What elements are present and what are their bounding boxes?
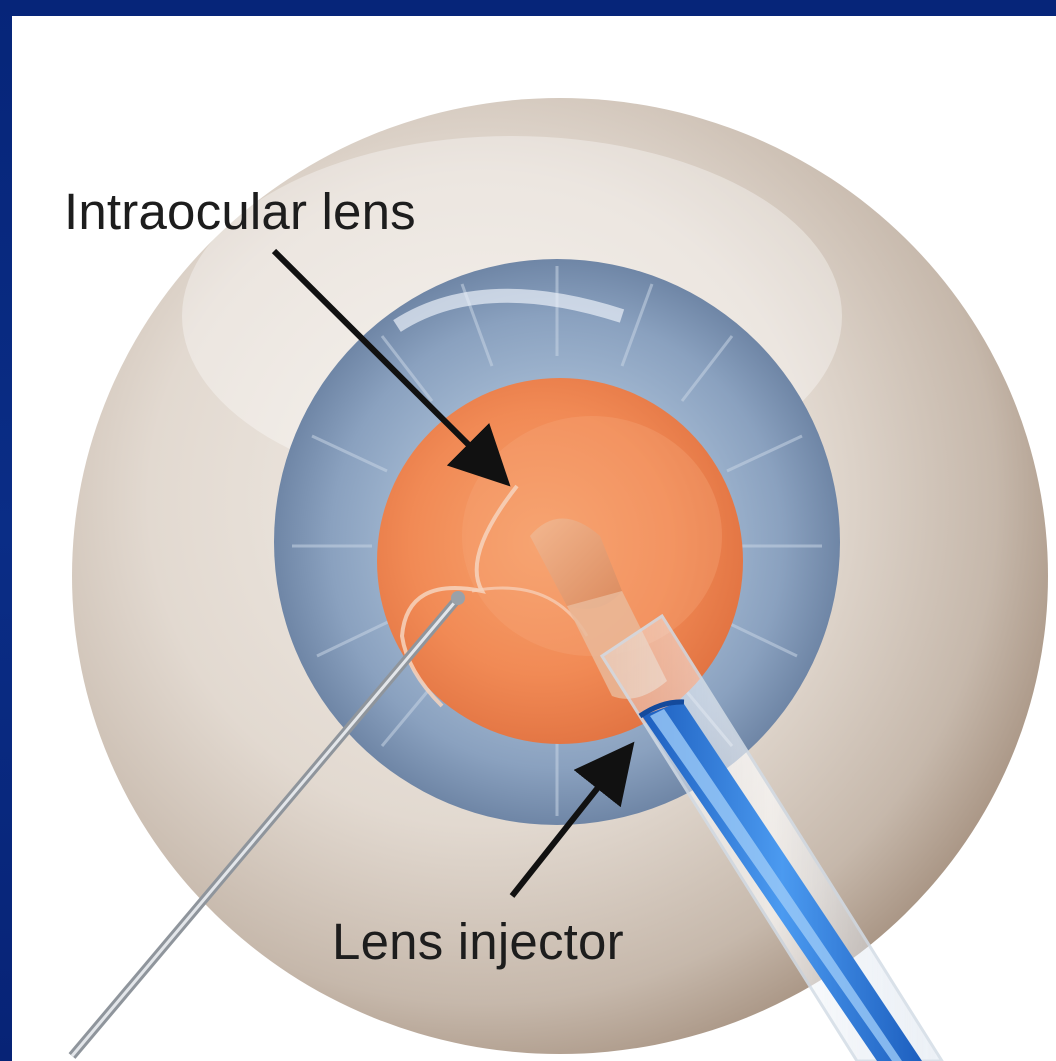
illustration-panel: Intraocular lens Lens injector (12, 16, 1056, 1061)
label-intraocular-lens: Intraocular lens (64, 186, 416, 237)
eye-illustration (12, 16, 1056, 1061)
label-lens-injector: Lens injector (332, 916, 624, 967)
